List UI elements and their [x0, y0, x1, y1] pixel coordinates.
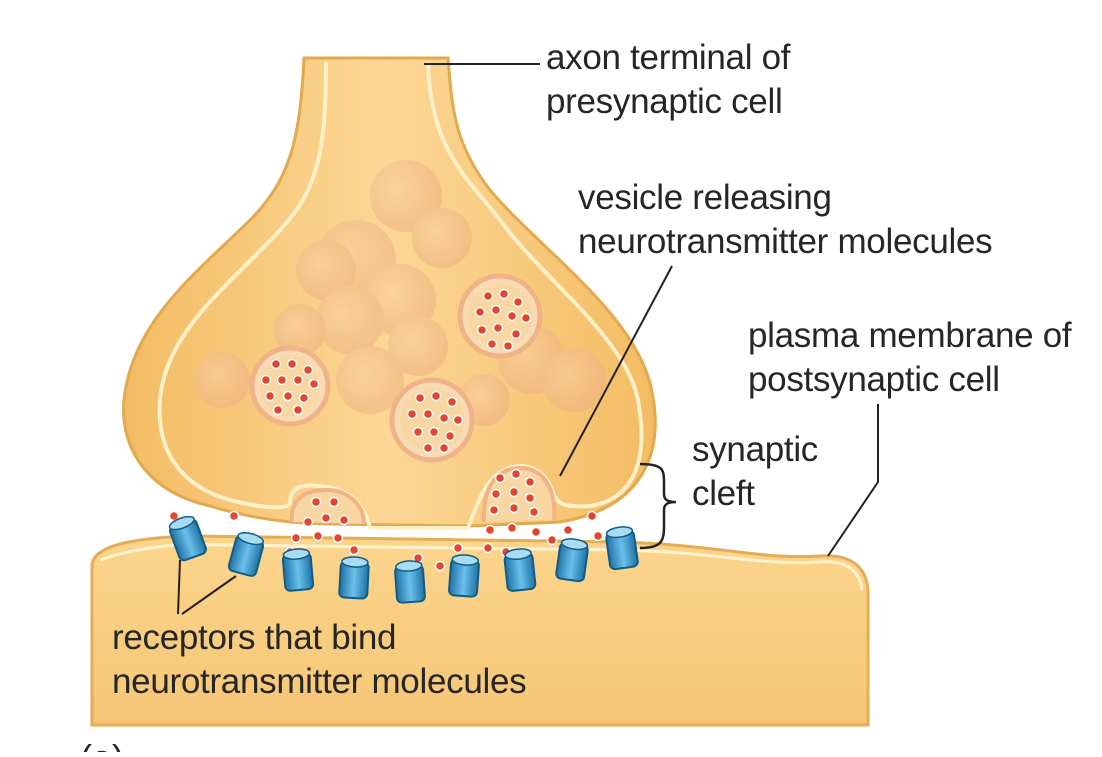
receptor — [281, 548, 315, 592]
presynaptic-inner-membrane — [157, 61, 644, 530]
receptor — [338, 556, 370, 600]
membrane-leader-line — [827, 404, 879, 557]
receptor — [503, 548, 537, 592]
vesicle-label: vesicle releasing neurotransmitter molec… — [578, 176, 993, 264]
label-line: receptors that bind — [112, 618, 397, 657]
axon-terminal-label: axon terminal of presynaptic cell — [546, 36, 791, 124]
label-line: postsynaptic cell — [748, 360, 1000, 399]
label-line: synaptic — [692, 430, 818, 469]
label-line: plasma membrane of — [748, 316, 1072, 355]
background-vesicles — [194, 160, 606, 426]
receptor — [227, 531, 265, 577]
label-line: axon terminal of — [546, 38, 791, 77]
leader-lines — [177, 63, 879, 615]
receptors — [168, 515, 639, 604]
synaptic-cleft-label: synaptic cleft — [692, 428, 818, 516]
receptor-leader-line-right — [181, 575, 237, 615]
plasma-membrane-label: plasma membrane of postsynaptic cell — [748, 314, 1072, 402]
receptor — [394, 560, 426, 604]
receptor — [168, 515, 207, 562]
neurotransmitter-molecules — [168, 288, 604, 572]
synaptic-cleft-brace — [639, 462, 677, 550]
label-line: vesicle releasing — [578, 178, 832, 217]
receptors-label: receptors that bind neurotransmitter mol… — [112, 616, 527, 704]
label-line: neurotransmitter molecules — [112, 662, 527, 701]
receptor — [448, 554, 480, 598]
receptor — [555, 538, 589, 583]
label-line: neurotransmitter molecules — [578, 222, 993, 261]
label-line: presynaptic cell — [546, 82, 783, 121]
panel-letter: (a) — [80, 737, 124, 752]
vesicle-leader-line — [559, 265, 673, 477]
receptor — [605, 526, 639, 571]
postsynaptic-membrane-highlight — [99, 542, 864, 591]
label-line: cleft — [692, 474, 755, 513]
receptor-leader-line-left — [177, 559, 181, 615]
